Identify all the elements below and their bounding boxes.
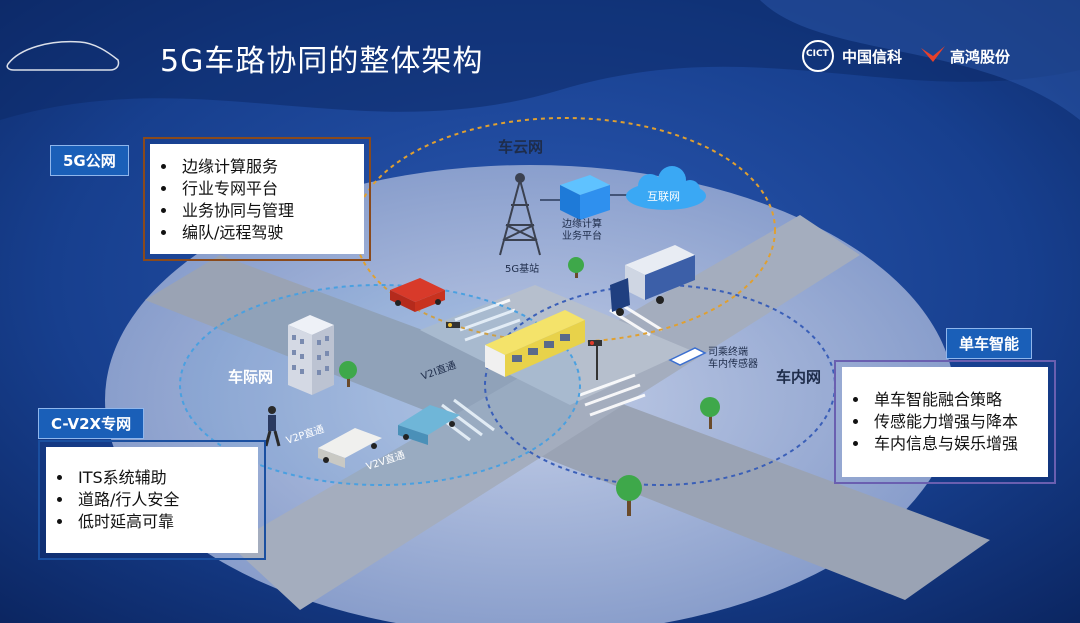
list-item: 道路/行人安全 [74,489,258,511]
single-vehicle-frame [834,360,1056,484]
public-5g-list: 边缘计算服务 行业专网平台 业务协同与管理 编队/远程驾驶 [150,156,364,244]
white-car-icon [318,428,382,468]
terminal-label-line2: 车内传感器 [708,359,758,370]
single-vehicle-tag: 单车智能 [946,328,1033,359]
cict-logo-text: 中国信科 [842,48,903,66]
cloud-network-label: 车云网 [498,138,544,156]
v2x-network-ring [179,284,581,486]
internet-label: 互联网 [647,190,680,203]
base-station-label: 5G基站 [505,264,540,275]
base-station-icon [499,173,541,256]
page-title: 5G车路协同的整体架构 [160,44,484,79]
edge-platform-label-line2: 业务平台 [562,231,602,242]
partner-logo-text: 高鸿股份 [950,48,1011,66]
car-outline-logo-icon [6,40,120,71]
single-vehicle-panel: 单车智能融合策略 传感能力增强与降本 车内信息与娱乐增强 [842,367,1048,477]
list-item: 车内信息与娱乐增强 [870,433,1048,455]
in-vehicle-network-label: 车内网 [776,368,822,386]
background-swirl [0,0,1080,120]
building-icon [288,315,334,395]
terminal-label-line1: 司乘终端 [708,347,748,358]
partner-logo-icon [920,44,946,64]
public-5g-frame [143,137,371,261]
smartphone-icon [668,347,707,366]
cv2x-frame [38,440,266,560]
list-item: ITS系统辅助 [74,467,258,489]
public-5g-tag: 5G公网 [50,145,129,176]
list-item: 低时延高可靠 [74,511,258,533]
public-5g-panel: 边缘计算服务 行业专网平台 业务协同与管理 编队/远程驾驶 [150,144,364,254]
edge-platform-label-line1: 边缘计算 [562,219,602,230]
list-item: 传感能力增强与降本 [870,411,1048,433]
cict-logo: CICT [802,40,834,72]
list-item: 编队/远程驾驶 [178,222,364,244]
tree-icon [339,257,720,516]
list-item: 单车智能融合策略 [870,389,1048,411]
cv2x-tag: C-V2X专网 [38,408,145,439]
cict-logo-mark: CICT [806,49,829,59]
v2v-network-label: 车际网 [228,368,274,386]
list-item: 边缘计算服务 [178,156,364,178]
cv2x-list: ITS系统辅助 道路/行人安全 低时延高可靠 [46,467,258,533]
cv2x-panel: ITS系统辅助 道路/行人安全 低时延高可靠 [46,447,258,553]
list-item: 业务协同与管理 [178,200,364,222]
list-item: 行业专网平台 [178,178,364,200]
blue-car-icon [398,405,460,445]
truck-icon [610,245,695,316]
background-swirl [760,0,1080,120]
single-vehicle-list: 单车智能融合策略 传感能力增强与降本 车内信息与娱乐增强 [842,389,1048,455]
internet-cloud-icon [626,166,706,210]
bus-icon [485,310,585,377]
traffic-light-icon [446,322,602,380]
edge-server-icon [540,175,628,220]
red-car-icon [390,278,445,312]
pedestrian-icon [264,406,281,447]
